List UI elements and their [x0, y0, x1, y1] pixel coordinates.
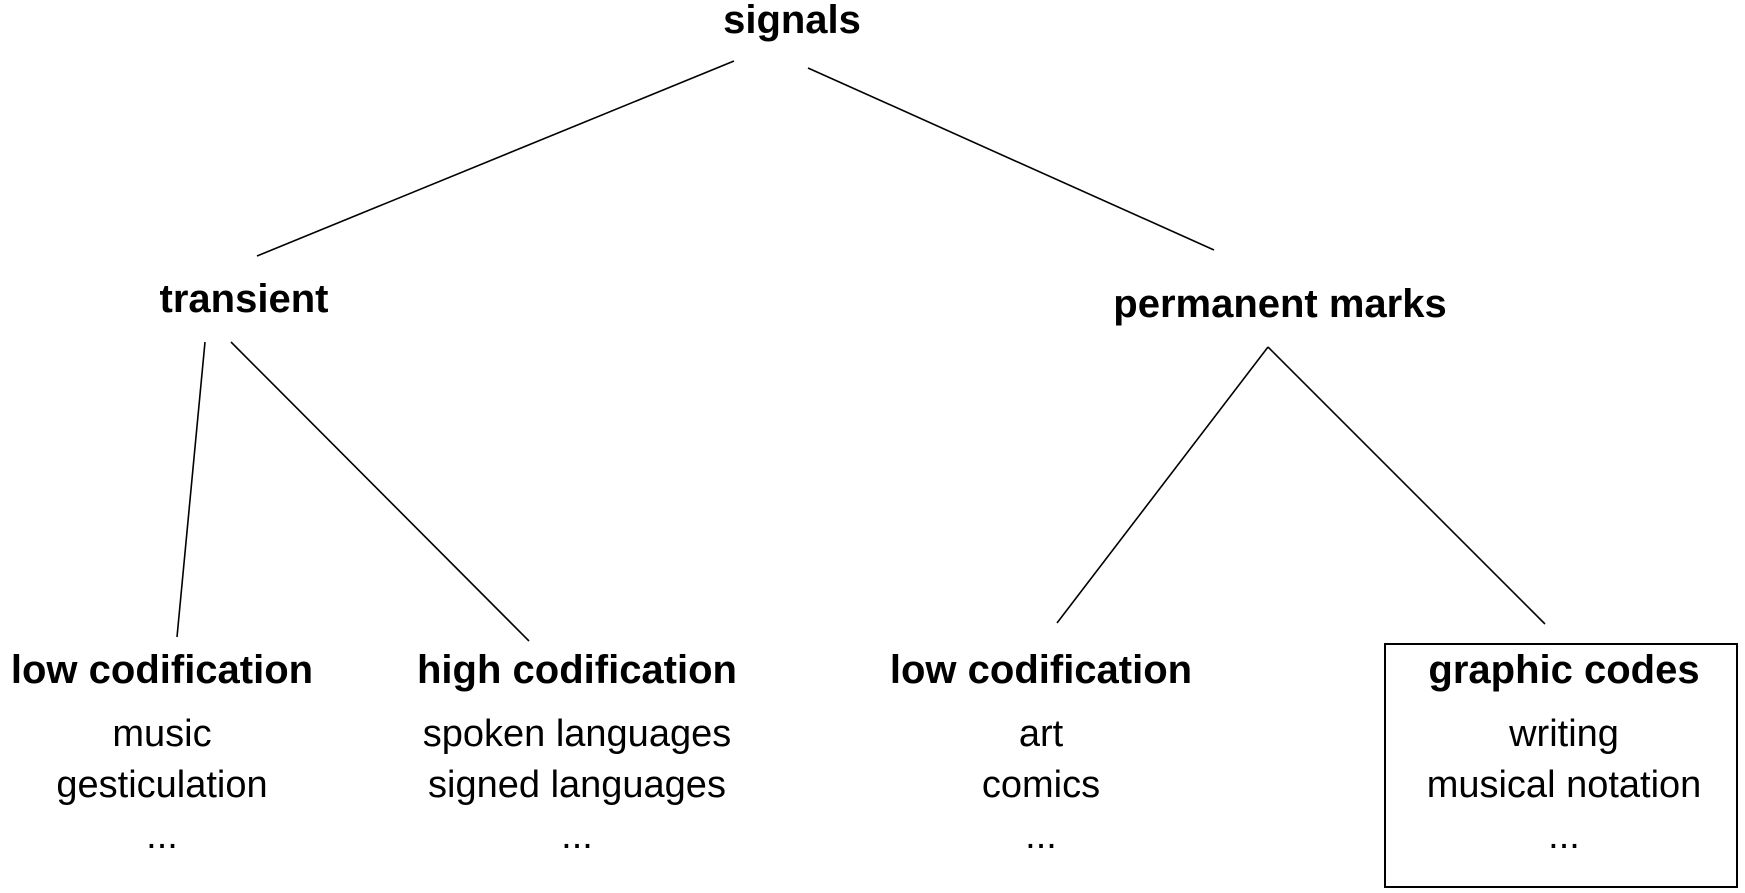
- edge-permanent-marks-graphic-codes: [1267, 346, 1546, 625]
- edge-signals-permanent-marks: [807, 67, 1215, 251]
- leaf-item: signed languages: [428, 764, 726, 806]
- leaf-permanent-low-codification: low codification art comics ...: [871, 647, 1211, 862]
- root-node-signals: signals: [723, 0, 861, 42]
- leaf-item: music: [112, 713, 212, 755]
- edge-permanent-marks-low-codification: [1056, 346, 1269, 624]
- leaf-item: spoken languages: [422, 713, 732, 755]
- leaf-item: art: [1018, 713, 1064, 755]
- leaf-item: comics: [981, 764, 1101, 806]
- leaf-title: graphic codes: [1428, 648, 1700, 692]
- leaf-items: art comics ...: [871, 709, 1211, 862]
- leaf-item: ...: [146, 815, 178, 857]
- leaf-item: ...: [561, 815, 593, 857]
- edge-signals-transient: [256, 60, 735, 257]
- leaf-transient-high-codification: high codification spoken languages signe…: [407, 647, 747, 862]
- leaf-graphic-codes: graphic codes writing musical notation .…: [1394, 647, 1734, 862]
- graphic-codes-highlight-box: [1384, 643, 1738, 888]
- leaf-item: writing: [1509, 713, 1619, 755]
- leaf-item: ...: [1025, 815, 1057, 857]
- leaf-item: ...: [1548, 815, 1580, 857]
- leaf-item: musical notation: [1426, 764, 1702, 806]
- edge-transient-low-codification: [176, 341, 206, 638]
- node-transient: transient: [159, 277, 329, 321]
- leaf-items: writing musical notation ...: [1394, 709, 1734, 862]
- node-permanent-marks: permanent marks: [1113, 282, 1447, 326]
- leaf-title: low codification: [889, 648, 1193, 692]
- leaf-items: spoken languages signed languages ...: [407, 709, 747, 862]
- leaf-transient-low-codification: low codification music gesticulation ...: [0, 647, 332, 862]
- leaf-title: high codification: [417, 648, 737, 692]
- leaf-item: gesticulation: [56, 764, 268, 806]
- leaf-items: music gesticulation ...: [0, 709, 332, 862]
- edge-transient-high-codification: [230, 341, 530, 642]
- leaf-title: low codification: [10, 648, 314, 692]
